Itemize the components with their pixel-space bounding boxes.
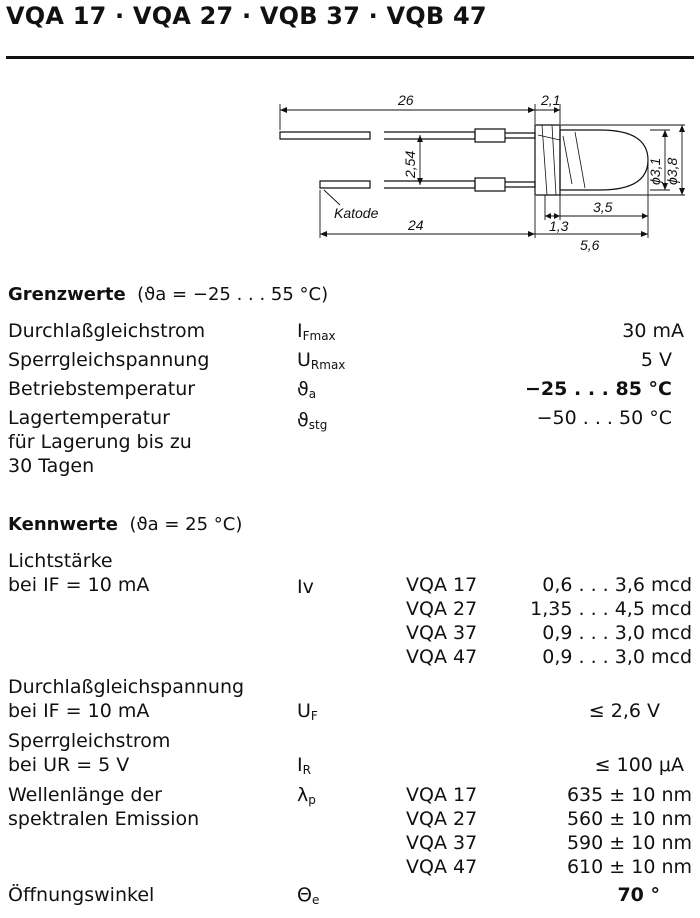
value-lichtstaerke: 0,9 . . . 3,0 mcd [542,622,692,644]
title-rule [6,56,694,59]
model-label: VQA 17 [406,784,478,806]
label-durchlassgleichstrom: Durchlaßgleichstrom [8,320,206,342]
dim-26: 26 [397,92,414,108]
lower-lead-shoulder [474,177,506,192]
dim-5-6: 5,6 [580,237,600,253]
led-dimension-drawing: 26 2,1 2,54 ϕ3,1 ϕ3,8 Katode 1,3 3,5 24 … [279,92,685,253]
kennwerte-condition: (ϑa = 25 °C) [129,514,243,535]
led-dome [560,129,649,191]
model-label: VQA 37 [406,622,478,644]
value-wellenlaenge: 610 ± 10 nm [566,856,692,878]
grenzwerte-condition: (ϑa = −25 . . . 55 °C) [137,284,329,305]
model-label: VQA 47 [406,646,478,668]
dim-2-54: 2,54 [402,151,418,179]
dim-diameter-3-8: ϕ3,8 [664,158,680,185]
sym-uf: UF [297,700,318,723]
label-oeffnungswinkel: Öffnungswinkel [8,884,155,906]
sym-iv: Iv [297,576,314,598]
sym-ir: IR [297,754,311,777]
value-ir: ≤ 100 μA [594,754,684,776]
sym-theta-stg: ϑstg [297,409,328,432]
dim-24: 24 [407,217,424,233]
value-urmax: 5 V [640,349,672,371]
label-ir-condition: bei UR = 5 V [8,754,130,776]
lower-lead-left [319,180,371,189]
dim-3-5: 3,5 [593,199,613,215]
value-betriebstemperatur: −25 . . . 85 °C [525,378,672,400]
label-lichtstaerke: Lichtstärke [8,550,113,572]
value-lichtstaerke: 0,6 . . . 3,6 mcd [542,574,692,596]
dim-1-3: 1,3 [549,218,569,234]
sym-urmax: URmax [297,349,346,372]
dim-diameter-3-1: ϕ3,1 [647,158,663,185]
value-lichtstaerke: 0,9 . . . 3,0 mcd [542,646,692,668]
model-label: VQA 47 [406,856,478,878]
label-tage: 30 Tagen [8,455,95,477]
model-label: VQA 37 [406,832,478,854]
label-betriebstemperatur: Betriebstemperatur [8,378,196,400]
sym-ifmax: IFmax [297,320,336,343]
label-spektrale-emission: spektralen Emission [8,808,200,830]
value-uf: ≤ 2,6 V [588,700,660,722]
katode-label: Katode [334,205,379,221]
kennwerte-title: Kennwerte [8,514,118,535]
label-uf-condition: bei IF = 10 mA [8,700,150,722]
kennwerte-heading: Kennwerte (ϑa = 25 °C) [8,514,242,535]
model-label: VQA 27 [406,598,478,620]
value-wellenlaenge: 560 ± 10 nm [566,808,692,830]
sym-lambda-p: λp [297,784,316,807]
dim-2-1: 2,1 [540,92,560,108]
label-lichtstaerke-condition: bei IF = 10 mA [8,574,150,596]
label-sperrgleichspannung: Sperrgleichspannung [8,349,210,371]
label-wellenlaenge: Wellenlänge der [8,784,162,806]
page-title: VQA 17 · VQA 27 · VQB 37 · VQB 47 [6,2,487,30]
label-lagerung: für Lagerung bis zu [8,431,192,453]
value-wellenlaenge: 590 ± 10 nm [566,832,692,854]
upper-lead-shoulder [474,128,506,143]
value-oeffnungswinkel: 70 ° [617,884,660,906]
label-sperrgleichstrom: Sperrgleichstrom [8,730,171,752]
value-wellenlaenge: 635 ± 10 nm [566,784,692,806]
label-durchlassgleichspannung: Durchlaßgleichspannung [8,676,245,698]
sym-theta-a: ϑa [297,378,317,401]
grenzwerte-title: Grenzwerte [8,284,126,305]
model-label: VQA 27 [406,808,478,830]
value-lichtstaerke: 1,35 . . . 4,5 mcd [530,598,692,620]
value-lagertemperatur: −50 . . . 50 °C [536,407,672,429]
model-label: VQA 17 [406,574,478,596]
upper-lead-left [279,131,371,140]
label-lagertemperatur: Lagertemperatur [8,407,170,429]
value-ifmax: 30 mA [622,320,684,342]
grenzwerte-heading: Grenzwerte (ϑa = −25 . . . 55 °C) [8,284,328,305]
sym-theta-e: Θe [297,884,320,907]
